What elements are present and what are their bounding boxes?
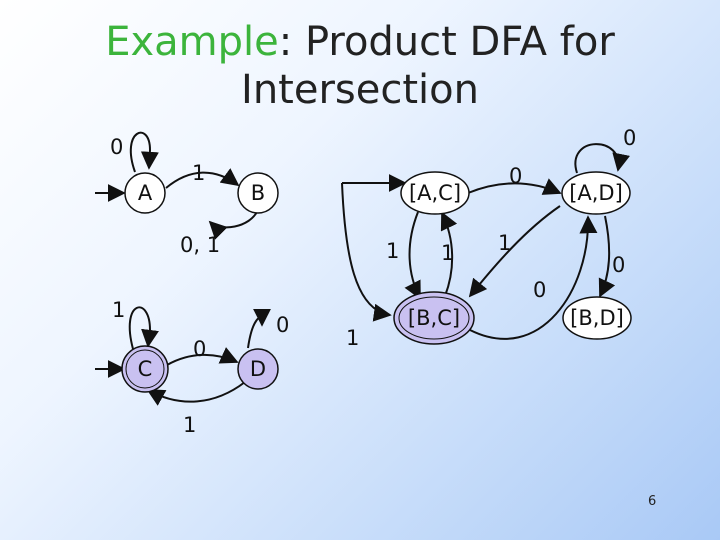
state-AD: [A,D] <box>561 171 631 215</box>
title-highlight: Example <box>105 19 279 65</box>
edge-D-self <box>247 308 271 349</box>
edge-C-D <box>166 347 239 366</box>
edge-AC-AD <box>467 178 562 195</box>
edge-BC-AC <box>440 211 458 297</box>
state-B-label: B <box>251 181 265 205</box>
state-A-label: A <box>138 181 153 205</box>
label-A-B: 1 <box>192 161 205 185</box>
edge-A-self <box>129 131 159 173</box>
label-D-self: 0 <box>276 313 289 337</box>
edge-AD-BD <box>598 215 616 298</box>
edge-C-self <box>128 306 159 350</box>
edge-AC-BC <box>404 211 421 300</box>
edge-A-B <box>165 168 240 189</box>
state-B: B <box>237 172 279 214</box>
label-B-out: 0, 1 <box>180 233 220 257</box>
label-C-D: 0 <box>193 337 206 361</box>
label-AD-self: 0 <box>623 126 636 150</box>
label-AD-BD: 0 <box>612 253 625 277</box>
state-AC: [A,C] <box>400 171 470 215</box>
edge-B-out <box>208 209 259 240</box>
slide-title: Example: Product DFA for Intersection <box>0 18 720 114</box>
label-BC-AC: 1 <box>441 241 454 265</box>
label-AC-AD: 0 <box>509 164 522 188</box>
state-BC-label: [B,C] <box>408 306 460 330</box>
page-number: 6 <box>648 494 657 509</box>
state-BD: [B,D] <box>562 296 632 340</box>
edge-AD-self <box>574 143 630 174</box>
state-BD-label: [B,D] <box>570 306 624 330</box>
title-rest: : Product DFA for <box>278 19 615 65</box>
label-C-self: 1 <box>112 298 125 322</box>
label-AC-BC: 1 <box>386 239 399 263</box>
label-start-BC: 1 <box>346 326 359 350</box>
edge-AD-BC <box>468 205 561 298</box>
edge-start-BC <box>341 182 392 322</box>
state-C: C <box>121 345 169 393</box>
label-D-C: 1 <box>183 413 196 437</box>
state-D-label: D <box>250 357 266 381</box>
label-AD-BC: 1 <box>498 231 511 255</box>
state-D: D <box>237 348 279 390</box>
edge-BC-AD <box>469 215 598 340</box>
state-AD-label: [A,D] <box>569 181 623 205</box>
state-A: A <box>124 172 166 214</box>
label-BC-AD: 0 <box>533 278 546 302</box>
title-line-1: Example: Product DFA for <box>0 18 720 66</box>
title-line-2: Intersection <box>241 67 479 113</box>
state-C-label: C <box>138 357 153 381</box>
label-A-self: 0 <box>110 135 123 159</box>
edge-D-C <box>146 381 246 406</box>
state-BC: [B,C] <box>393 291 475 345</box>
state-AC-label: [A,C] <box>409 181 461 205</box>
